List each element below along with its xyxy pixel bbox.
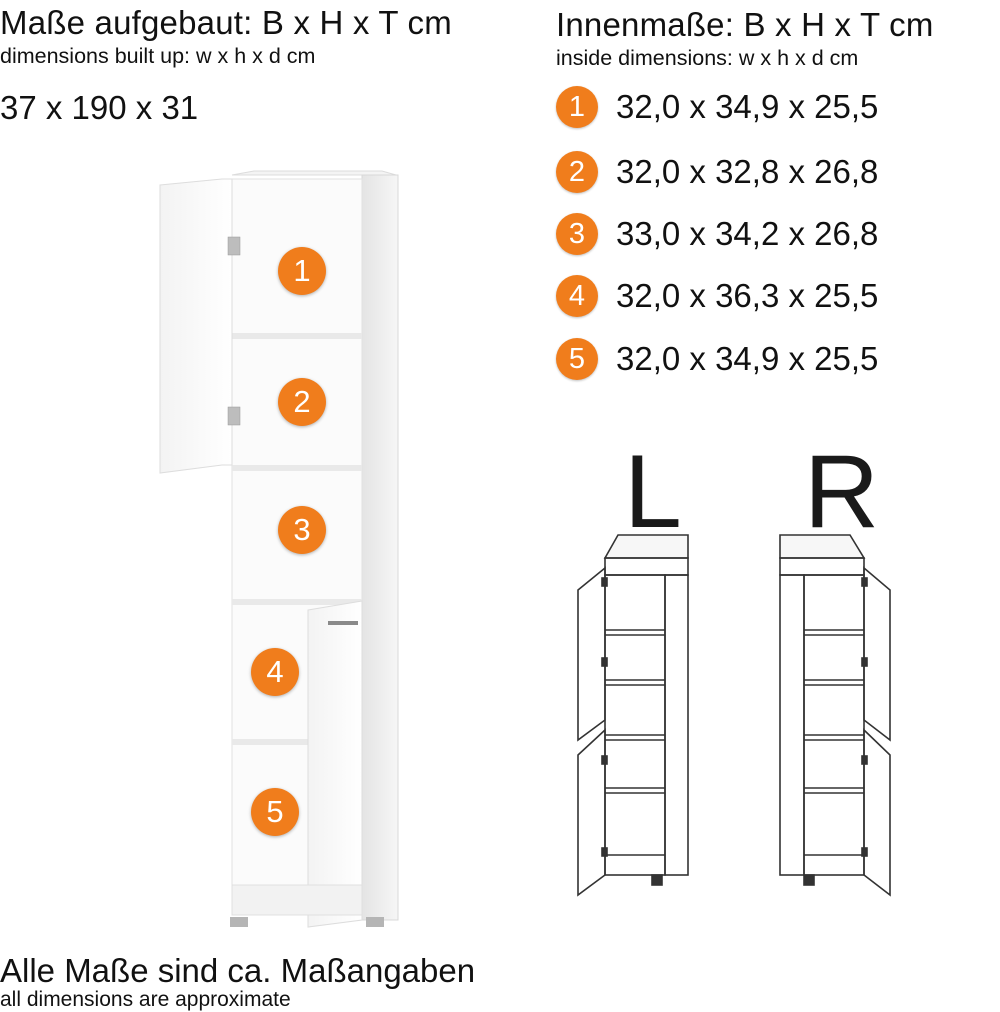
- variant-right-drawing: [779, 534, 891, 897]
- compartment-marker-5: 5: [251, 788, 299, 836]
- variant-right-label: R: [804, 434, 880, 550]
- built-dimensions-title: Maße aufgebaut: B x H x T cm: [0, 4, 452, 41]
- compartment-marker-4: 4: [251, 648, 299, 696]
- compartment-row-1: 1 32,0 x 34,9 x 25,5: [556, 84, 878, 130]
- compartment-row-2: 2 32,0 x 32,8 x 26,8: [556, 149, 878, 195]
- compartment-row-5: 5 32,0 x 34,9 x 25,5: [556, 336, 878, 382]
- compartment-size: 32,0 x 34,9 x 25,5: [616, 88, 879, 125]
- variant-left-label: L: [624, 434, 682, 550]
- compartment-size: 32,0 x 34,9 x 25,5: [616, 340, 879, 377]
- number-badge: 3: [556, 213, 598, 255]
- compartment-marker-3: 3: [278, 506, 326, 554]
- number-badge: 1: [556, 86, 598, 128]
- number-badge: 4: [556, 275, 598, 317]
- compartment-row-4: 4 32,0 x 36,3 x 25,5: [556, 273, 878, 319]
- inside-dimensions-subtitle: inside dimensions: w x h x d cm: [556, 46, 859, 70]
- built-dimensions-subtitle: dimensions built up: w x h x d cm: [0, 44, 316, 68]
- compartment-marker-1: 1: [278, 247, 326, 295]
- number-badge: 2: [556, 151, 598, 193]
- footer-note: Alle Maße sind ca. Maßangaben: [0, 952, 476, 989]
- total-dimensions: 37 x 190 x 31: [0, 89, 199, 126]
- inside-dimensions-title: Innenmaße: B x H x T cm: [556, 6, 934, 43]
- compartment-size: 32,0 x 36,3 x 25,5: [616, 277, 879, 314]
- number-badge: 5: [556, 338, 598, 380]
- footer-note-en: all dimensions are approximate: [0, 988, 291, 1011]
- compartment-size: 33,0 x 34,2 x 26,8: [616, 215, 879, 252]
- compartment-size: 32,0 x 32,8 x 26,8: [616, 153, 879, 190]
- variant-left-drawing: [577, 534, 689, 897]
- compartment-marker-2: 2: [278, 378, 326, 426]
- compartment-row-3: 3 33,0 x 34,2 x 26,8: [556, 211, 878, 257]
